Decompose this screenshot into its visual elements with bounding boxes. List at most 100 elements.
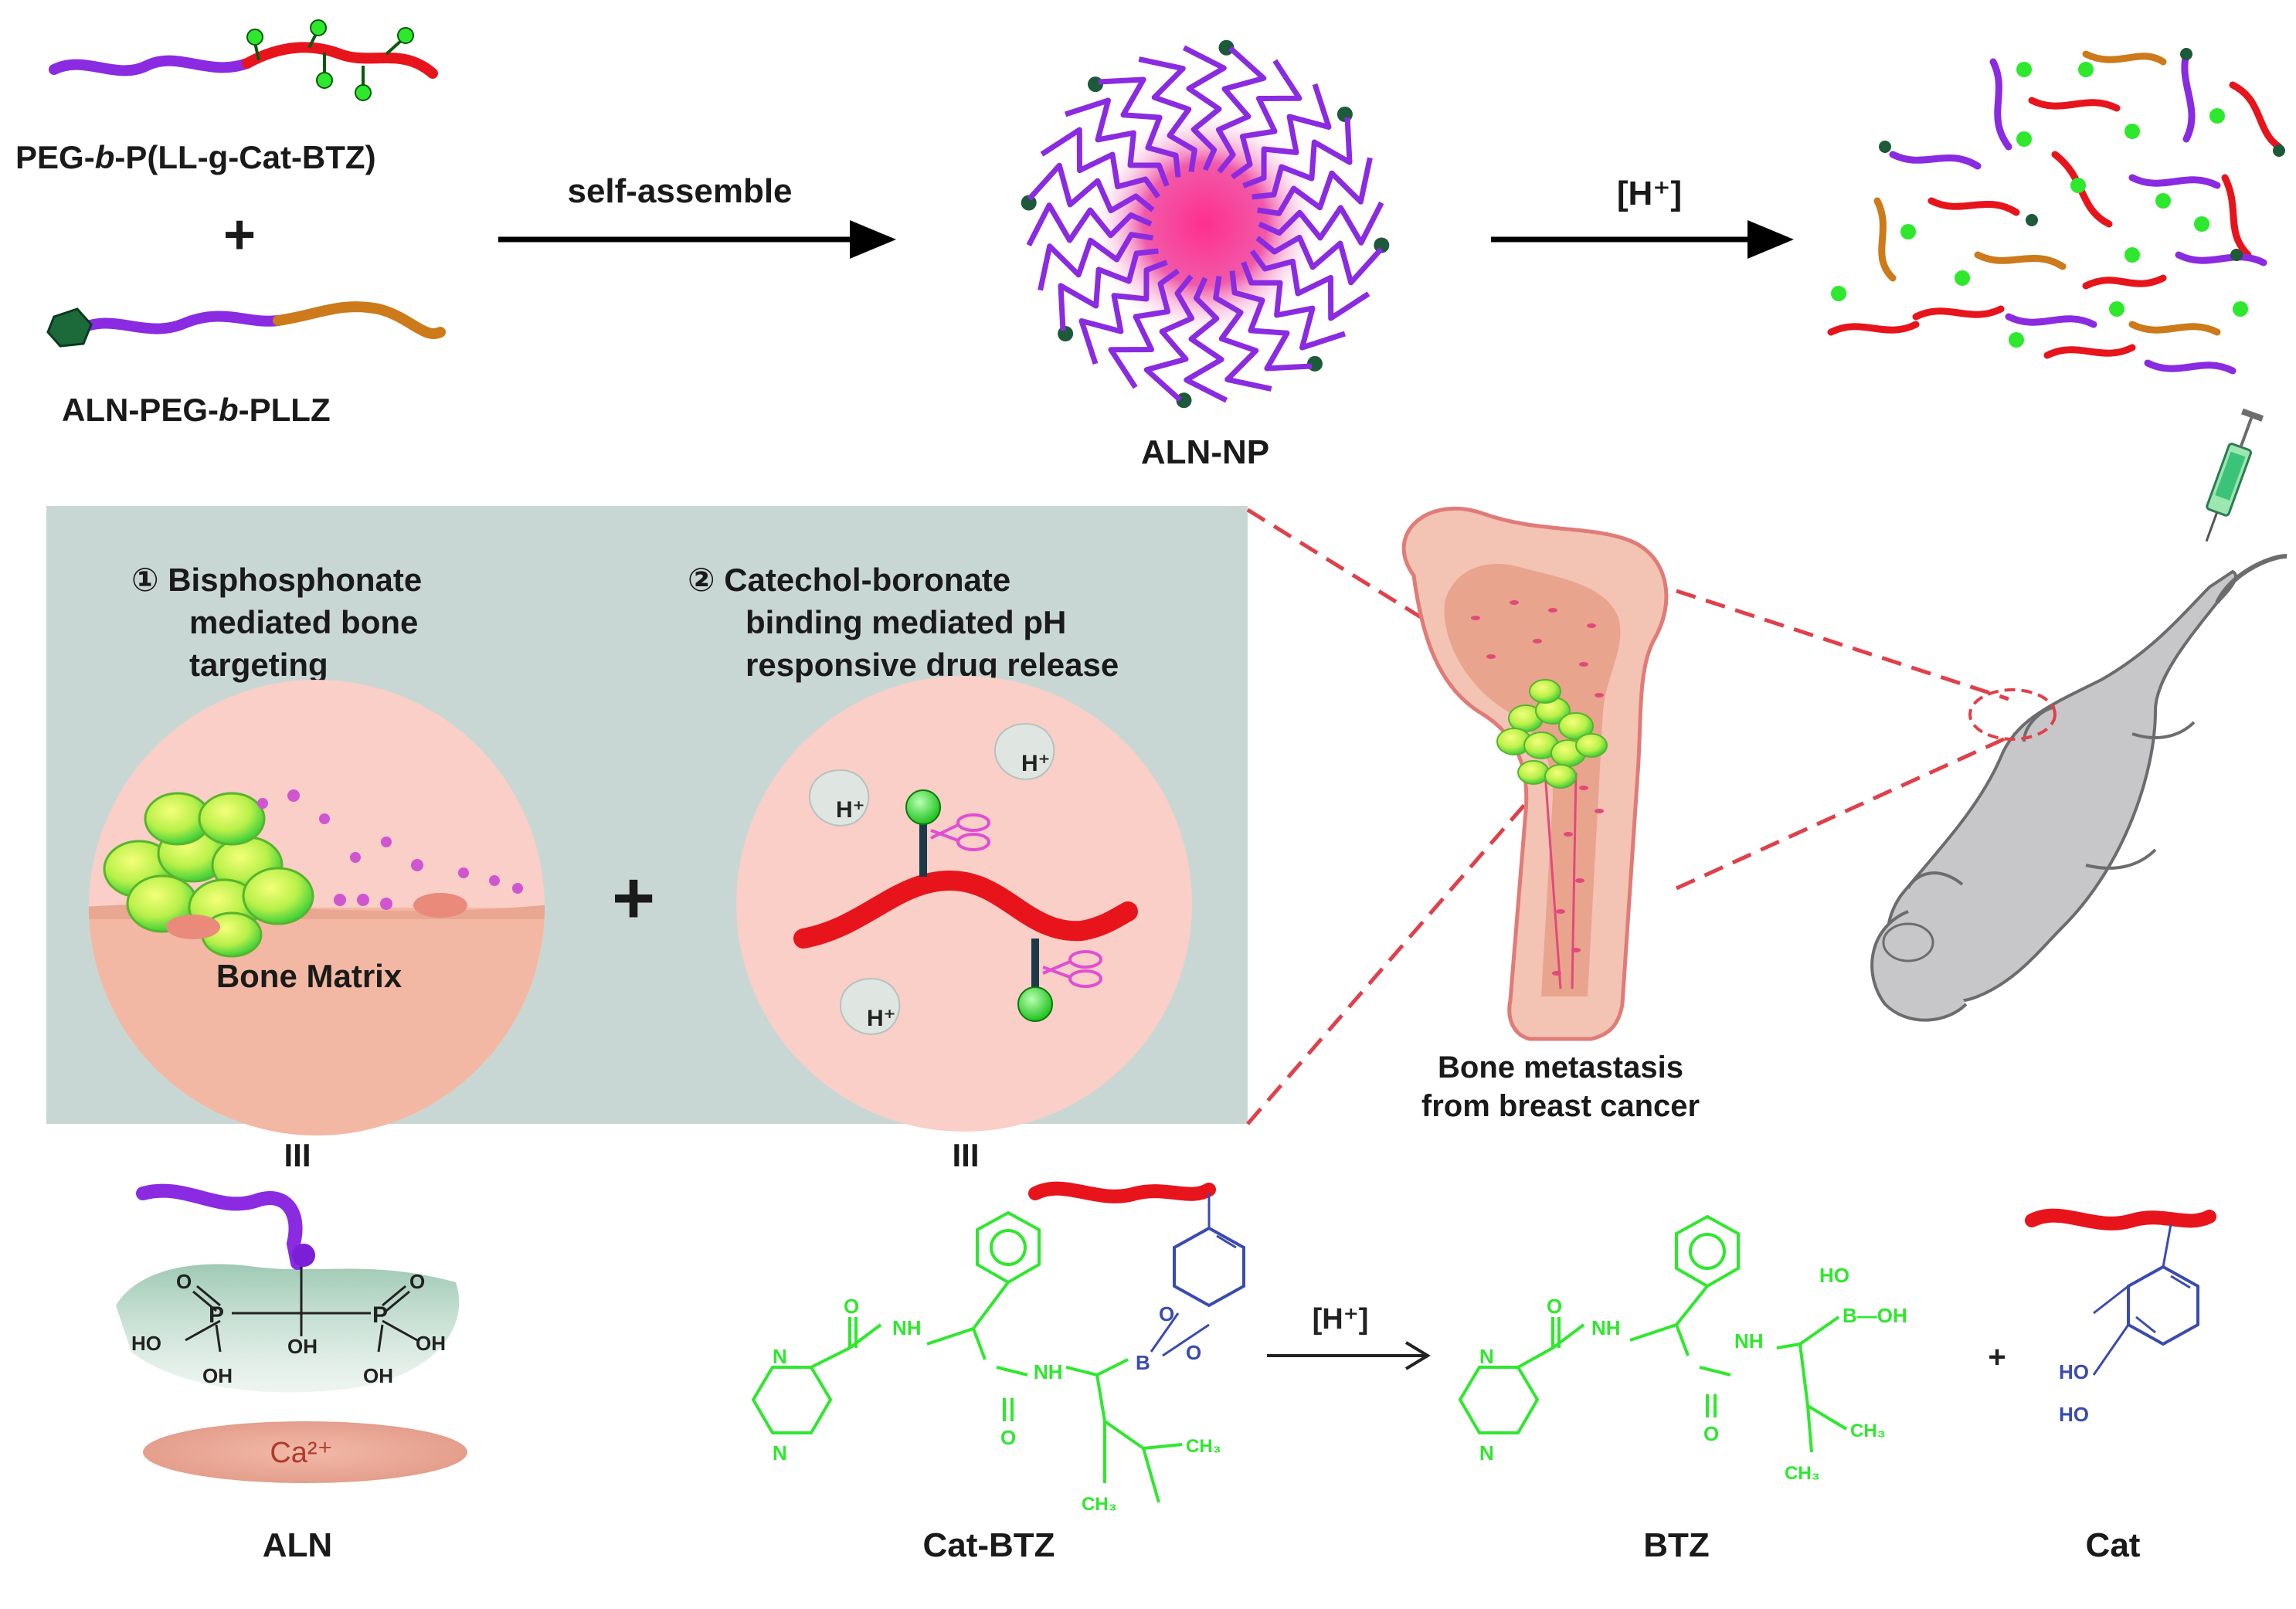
aln-label: ALN — [263, 1526, 332, 1564]
zoom-lines — [1246, 507, 2026, 1125]
chem-oh-right-low: OH — [363, 1364, 393, 1387]
mechanism1-line2: mediated bone — [189, 604, 418, 640]
chem-oh-mid: OH — [287, 1335, 318, 1358]
chem-nh-1: NH — [892, 1316, 922, 1339]
chem-p-left: P — [209, 1302, 224, 1328]
proton-blob — [809, 723, 1055, 1035]
chem-ho-cat1: HO — [2059, 1360, 2089, 1383]
chem-nh-btz2: NH — [1734, 1329, 1764, 1353]
peg-chain — [1241, 261, 1346, 351]
peg-chain — [1098, 76, 1181, 178]
acid-arrow — [1491, 220, 1794, 259]
peg-chain — [1213, 276, 1272, 392]
peg-chain — [1252, 117, 1353, 200]
aln-structure: P P O O HO OH OH OH OH Ca²⁺ — [116, 1183, 467, 1483]
peg-chain — [1143, 274, 1195, 402]
peg-chain — [1108, 268, 1180, 389]
roman-label-left: III — [284, 1137, 311, 1173]
chem-o-left: O — [176, 1270, 192, 1293]
chem-ch3-btz2: CH₃ — [1785, 1463, 1820, 1484]
peg-chain — [1215, 46, 1267, 174]
chem-o-cat1: O — [1159, 1302, 1174, 1326]
peg-chain — [1182, 45, 1227, 171]
proton-label: H⁺ — [867, 1006, 896, 1031]
polymer2-icon — [46, 301, 446, 348]
peg-chain — [1065, 97, 1170, 187]
peg-chain — [1255, 234, 1384, 286]
peg-chain — [1229, 270, 1313, 372]
syringe-icon — [2205, 408, 2264, 542]
peg-chain — [1257, 157, 1373, 216]
chem-o-amide2: O — [1000, 1426, 1016, 1449]
reaction-arrow — [1267, 1341, 1431, 1370]
peg-chain — [1027, 162, 1155, 214]
chem-n-pyr1: N — [773, 1345, 787, 1368]
mechanism2-line3: responsive drug release — [746, 647, 1119, 683]
cat-btz-label: Cat-BTZ — [922, 1526, 1055, 1564]
chem-o-cat2: O — [1186, 1341, 1201, 1364]
scissors-icon — [1042, 950, 1102, 988]
chem-n-btz1: N — [1479, 1345, 1494, 1368]
reaction-acid-label: [H⁺] — [1313, 1303, 1369, 1336]
drug-release-circle: H⁺ H⁺ H⁺ — [736, 676, 1192, 1132]
peg-chain — [1038, 232, 1153, 291]
nanoparticle-icon — [1021, 39, 1390, 409]
scissors-icon — [930, 813, 990, 851]
peg-chain — [1138, 56, 1197, 172]
chem-o-amide1: O — [844, 1295, 859, 1318]
chem-o-btz2: O — [1703, 1422, 1719, 1445]
chem-oh-left-low: OH — [202, 1364, 233, 1387]
mechanism1-line1: ① Bisphosphonate — [131, 562, 422, 598]
proton-label: H⁺ — [836, 797, 865, 823]
chem-ho-btz: HO — [1819, 1264, 1849, 1287]
chem-o-right: O — [409, 1270, 425, 1293]
chem-boh-btz: B—OH — [1843, 1304, 1907, 1327]
chem-oh-right: OH — [416, 1332, 446, 1355]
cat-structure — [2025, 1208, 2216, 1376]
cat-label: Cat — [2086, 1526, 2141, 1564]
btz-structure: O NH N N O NH HO B—OH CH₃ CH₃ — [1458, 1214, 1907, 1484]
mechanism2-line1: ② Catechol-boronate — [688, 562, 1010, 598]
disassembled-chains-icon — [1827, 48, 2285, 375]
bone-metastasis-line2: from breast cancer — [1421, 1089, 1700, 1123]
chem-ch3-btz1: CH₃ — [1850, 1421, 1886, 1441]
femur-icon — [1401, 506, 1669, 1041]
bone-targeting-circle — [89, 680, 545, 1135]
peg-chain — [1026, 202, 1153, 247]
cat-btz-structure: O NH N N O NH CH₃ CH₃ B O O — [751, 1181, 1245, 1515]
polymer1-icon — [49, 19, 438, 101]
chem-o-btz1: O — [1547, 1295, 1562, 1318]
bone-matrix-label: Bone Matrix — [216, 958, 402, 994]
calcium-label: Ca²⁺ — [270, 1437, 332, 1469]
chem-nh-2: NH — [1034, 1360, 1063, 1383]
peg-chain — [1258, 201, 1384, 246]
roman-label-right: III — [952, 1137, 979, 1173]
chem-ch3-2: CH₃ — [1082, 1494, 1117, 1515]
polymer2-label: ALN-PEG-b-PLLZ — [62, 392, 331, 428]
chem-ch3-1: CH₃ — [1186, 1436, 1221, 1457]
peg-chain — [1242, 83, 1332, 188]
peg-chain — [1249, 249, 1370, 321]
chem-b-cat: B — [1136, 1351, 1150, 1374]
self-assemble-label: self-assemble — [567, 172, 792, 210]
peg-chain — [1078, 260, 1168, 365]
peg-chain — [1184, 277, 1228, 403]
btz-label: BTZ — [1643, 1526, 1710, 1564]
mechanism1-line3: targeting — [189, 647, 328, 683]
self-assemble-arrow — [498, 220, 896, 259]
acid-arrow-label: [H⁺] — [1617, 175, 1682, 212]
peg-chain — [1040, 127, 1161, 199]
plus-bottom: + — [1988, 1340, 2006, 1374]
mouse-icon — [1870, 554, 2288, 1022]
plus-middle: + — [612, 857, 655, 939]
chem-nh-btz1: NH — [1591, 1316, 1621, 1339]
chem-ho-left: HO — [131, 1332, 161, 1355]
nanoparticle-label: ALN-NP — [1141, 433, 1269, 471]
chem-ho-cat2: HO — [2059, 1403, 2089, 1426]
chem-n-pyr2: N — [773, 1441, 787, 1465]
mechanism2-line2: binding mediated pH — [746, 604, 1066, 640]
peg-chain — [1230, 59, 1303, 180]
peg-chain — [1058, 248, 1159, 331]
bone-metastasis-line1: Bone metastasis — [1438, 1051, 1683, 1085]
chem-n-btz2: N — [1479, 1441, 1494, 1465]
